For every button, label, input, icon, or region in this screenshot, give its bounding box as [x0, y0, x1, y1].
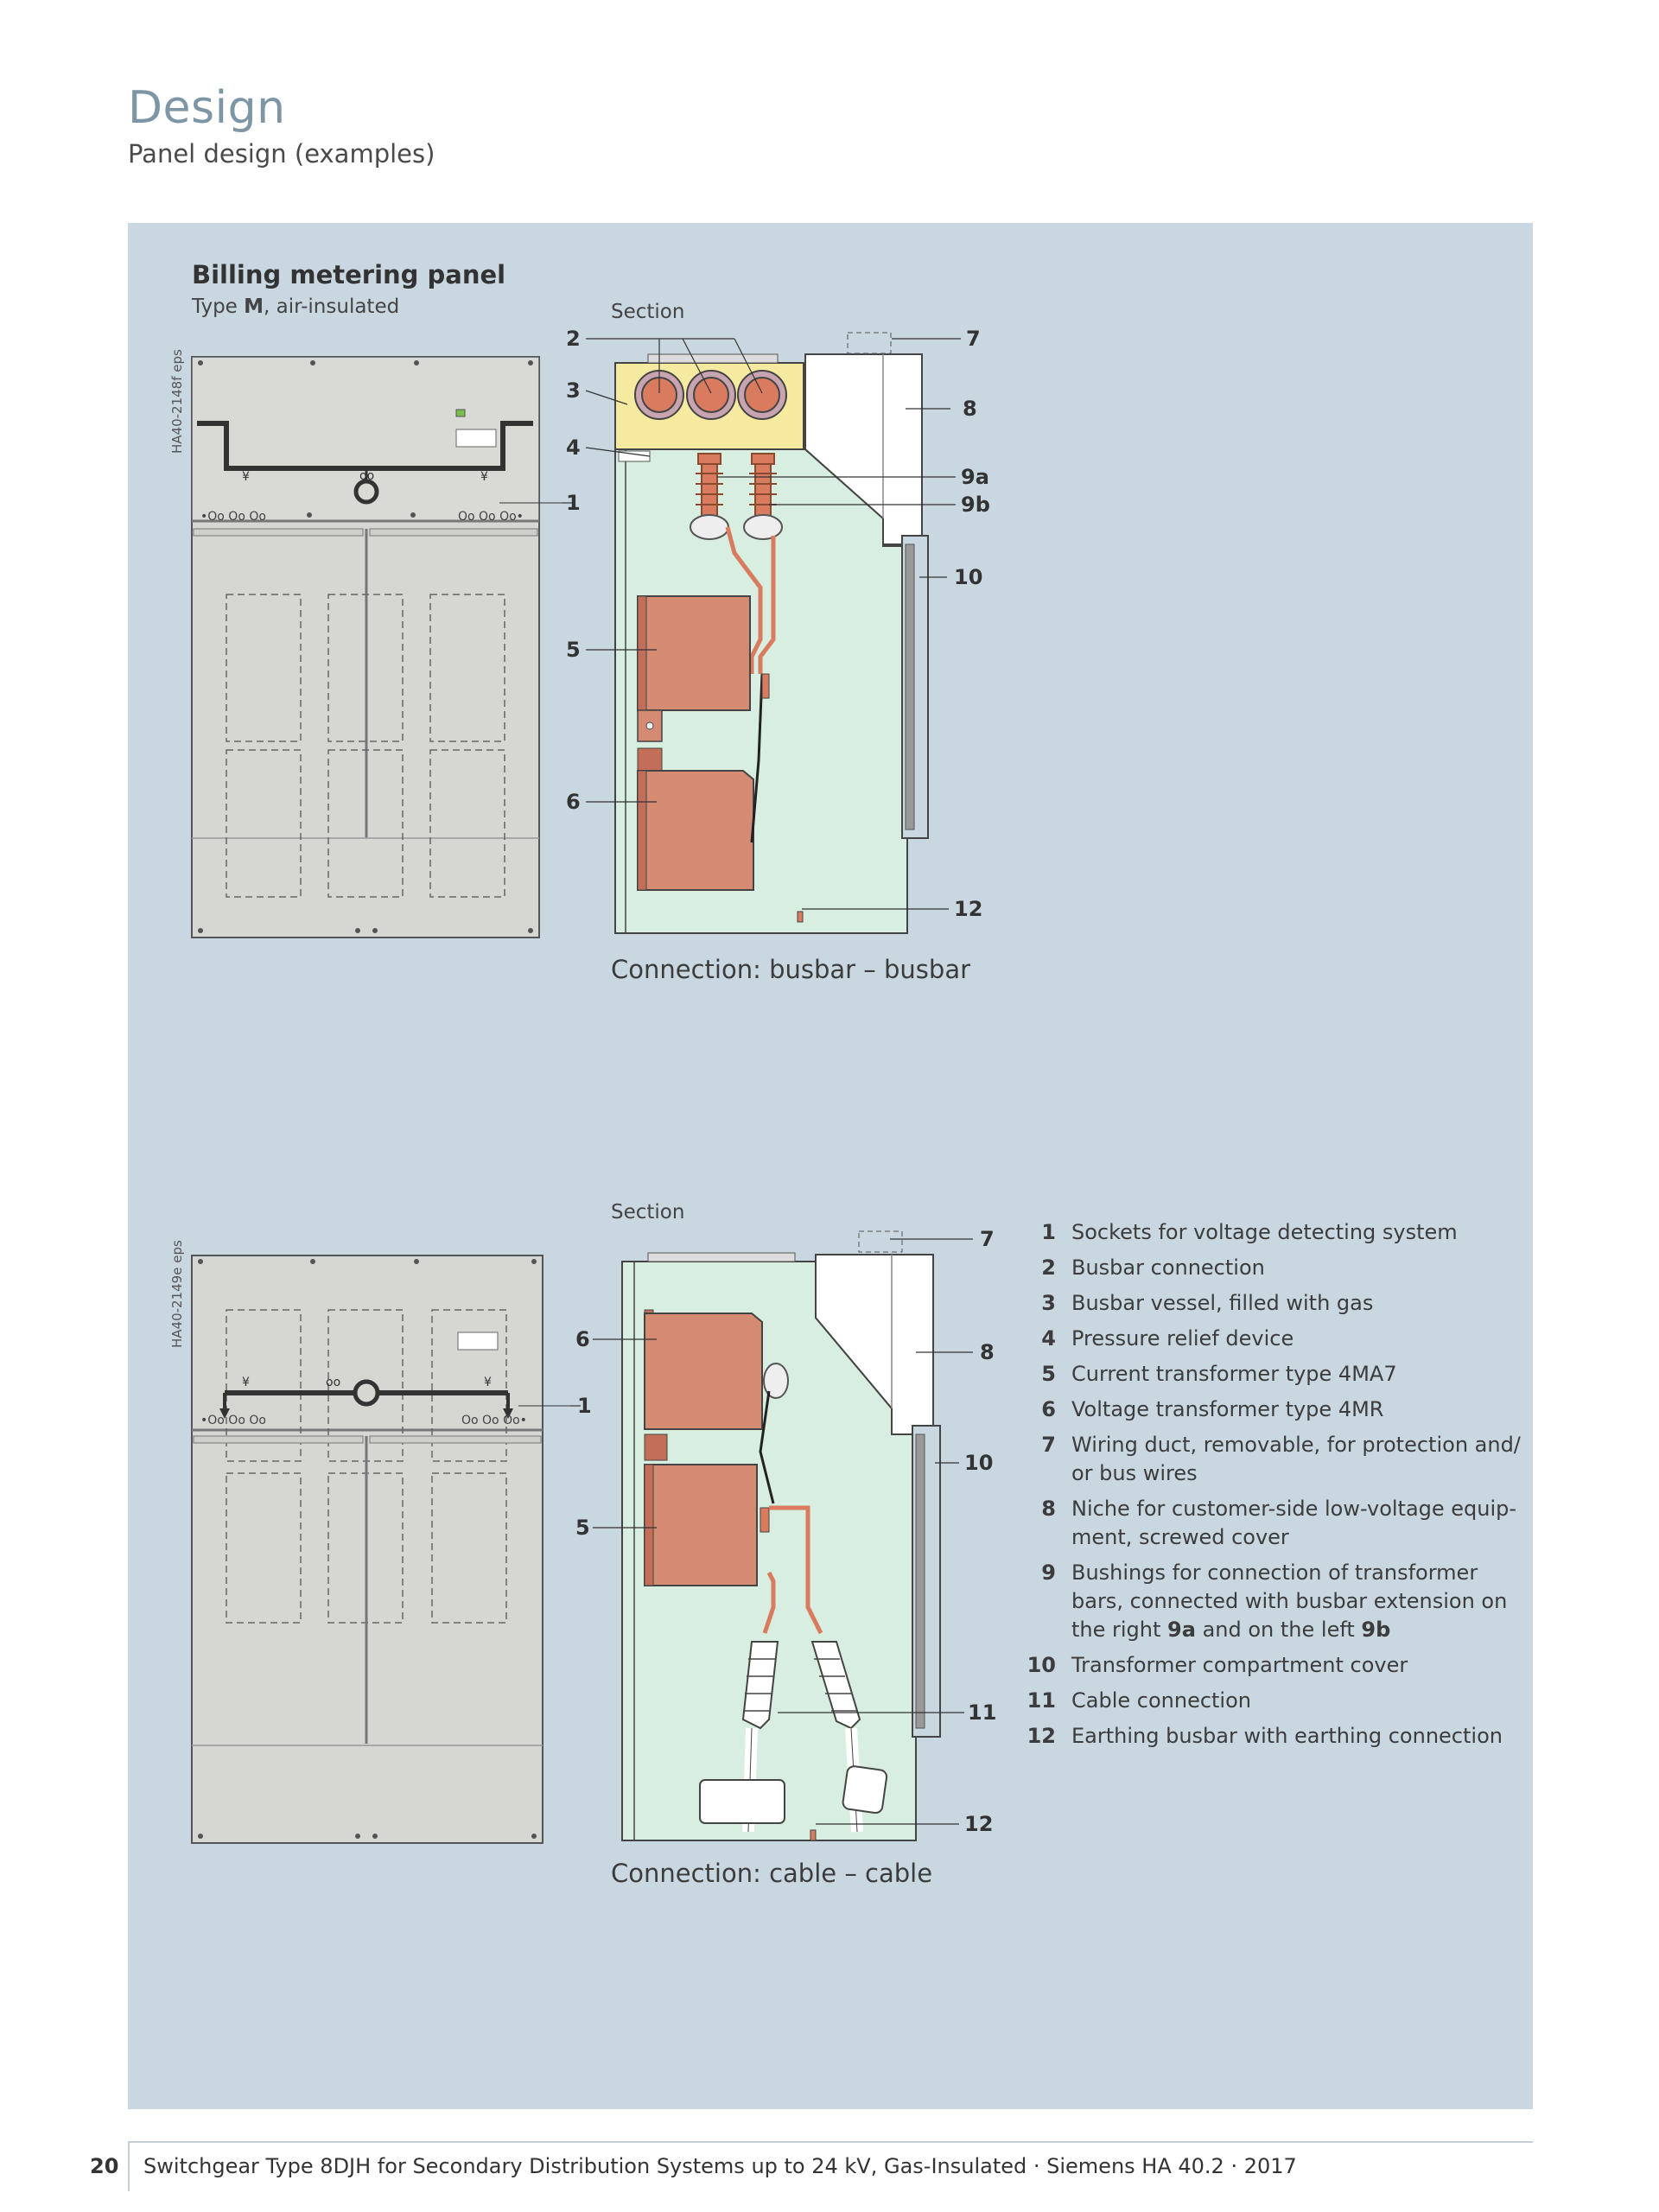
svg-text:•Oo Oo Oo: •Oo Oo Oo	[200, 1414, 266, 1427]
callout-8-bottom: 8	[980, 1340, 995, 1364]
footer-text: Switchgear Type 8DJH for Secondary Distr…	[143, 2154, 1297, 2178]
legend-text: Cable connection	[1071, 1688, 1251, 1713]
callout-12-top: 12	[954, 897, 982, 921]
legend-item: 5 Current transformer type 4MA7	[1011, 1360, 1521, 1389]
legend-number: 7	[1041, 1433, 1056, 1457]
panel-heading: Billing metering panel	[192, 260, 505, 289]
legend-item: 2 Busbar connection	[1011, 1254, 1521, 1282]
legend-item: 6 Voltage transformer type 4MR	[1011, 1395, 1521, 1424]
legend-item: 8 Niche for customer-side low-voltage equ…	[1011, 1495, 1521, 1552]
legend-number: 1	[1041, 1220, 1056, 1244]
callout-7-top: 7	[966, 327, 981, 351]
section-label-top: Section	[611, 301, 684, 323]
legend-text: Voltage transformer type 4MR	[1071, 1397, 1384, 1421]
svg-text:Oo Oo Oo•: Oo Oo Oo•	[458, 510, 524, 524]
callout-11-bottom: 11	[968, 1700, 996, 1725]
callout-9a-top: 9a	[961, 465, 989, 489]
svg-text:¥: ¥	[480, 470, 488, 484]
panel-type: Type M, air-insulated	[191, 296, 399, 318]
callout-1-bottom: 1	[577, 1394, 592, 1418]
callout-6-top: 6	[566, 790, 581, 814]
legend-item: 12 Earthing busbar with earthing connecti…	[1011, 1722, 1521, 1751]
footer-divider	[128, 2141, 130, 2191]
legend-number: 12	[1027, 1724, 1056, 1748]
svg-text:¥: ¥	[484, 1376, 492, 1389]
callout-9b-top: 9b	[961, 493, 990, 517]
legend-item: 3 Busbar vessel, filled with gas	[1011, 1289, 1521, 1318]
legend-item: 7 Wiring duct, removable, for protection …	[1011, 1431, 1521, 1488]
legend-text: Transformer compartment cover	[1071, 1653, 1408, 1677]
legend-item: 9 Bushings for connection of transformer …	[1011, 1559, 1521, 1644]
legend-number: 5	[1041, 1362, 1056, 1386]
legend-number: 11	[1027, 1688, 1056, 1713]
svg-text:oo: oo	[326, 1376, 340, 1389]
legend-item: 11 Cable connection	[1011, 1687, 1521, 1715]
page-number: 20	[90, 2154, 119, 2178]
callout-1-top: 1	[566, 491, 581, 515]
legend-ref-9b: 9b	[1361, 1618, 1391, 1642]
legend-text-mid: and on the left	[1195, 1618, 1362, 1642]
side-code-bottom: HA40-2149e eps	[169, 1240, 185, 1348]
legend-item: 10 Transformer compartment cover	[1011, 1651, 1521, 1680]
section-label-bottom: Section	[611, 1201, 684, 1224]
svg-text:•Oo Oo Oo: •Oo Oo Oo	[200, 510, 266, 524]
legend-text: Busbar connection	[1071, 1255, 1265, 1280]
svg-text:¥: ¥	[242, 1376, 250, 1389]
legend-number: 6	[1041, 1397, 1056, 1421]
legend-text: Niche for customer-side low-voltage equi…	[1071, 1497, 1517, 1549]
legend-item: 4 Pressure relief device	[1011, 1325, 1521, 1353]
legend-text: Busbar vessel, filled with gas	[1071, 1291, 1374, 1315]
callout-5-top: 5	[566, 638, 581, 662]
legend-number: 10	[1027, 1653, 1056, 1677]
page-title: Design	[128, 82, 286, 134]
svg-text:¥: ¥	[242, 470, 250, 484]
callout-7-bottom: 7	[980, 1227, 995, 1251]
legend-text: Pressure relief device	[1071, 1326, 1294, 1351]
legend-text: Wiring duct, removable, for protection a…	[1071, 1433, 1521, 1485]
callout-5-bottom: 5	[575, 1516, 590, 1540]
callout-12-bottom: 12	[964, 1812, 993, 1836]
caption-bottom: Connection: cable – cable	[611, 1859, 932, 1888]
legend-text: Bushings for connection of transformer b…	[1071, 1559, 1521, 1644]
legend-number: 9	[1041, 1560, 1056, 1585]
legend-item: 1 Sockets for voltage detecting system	[1011, 1218, 1521, 1247]
callout-8-top: 8	[963, 397, 977, 421]
caption-top: Connection: busbar – busbar	[611, 955, 970, 984]
callout-4-top: 4	[566, 435, 581, 460]
front-view-top: HA40-2148f eps oo ¥ ¥ •Oo Oo Oo Oo Oo Oo…	[169, 349, 562, 938]
legend-text-main: Bushings for connection of transformer b…	[1071, 1560, 1508, 1642]
callout-10-top: 10	[954, 565, 982, 589]
callout-3-top: 3	[566, 378, 581, 403]
section-view-top: Section	[562, 301, 990, 984]
svg-text:oo: oo	[359, 469, 374, 483]
callout-10-bottom: 10	[964, 1451, 993, 1475]
legend-number: 4	[1041, 1326, 1056, 1351]
legend-number: 2	[1041, 1255, 1056, 1280]
section-view-bottom: Section	[570, 1201, 996, 1888]
side-code-top: HA40-2148f eps	[169, 349, 185, 454]
svg-text:Oo Oo Oo•: Oo Oo Oo•	[461, 1414, 527, 1427]
callout-2-top: 2	[566, 327, 581, 351]
legend-text: Sockets for voltage detecting system	[1071, 1220, 1458, 1244]
callout-6-bottom: 6	[575, 1327, 590, 1351]
legend-text: Earthing busbar with earthing connection	[1071, 1724, 1503, 1748]
page-subtitle: Panel design (examples)	[128, 139, 435, 168]
legend-number: 3	[1041, 1291, 1056, 1315]
legend-text: Current transformer type 4MA7	[1071, 1362, 1397, 1386]
front-view-bottom: HA40-2149e eps oo ¥ ¥ •Oo Oo Oo Oo Oo Oo…	[169, 1240, 570, 1844]
legend-number: 8	[1041, 1497, 1056, 1521]
footer-rule	[128, 2141, 1533, 2143]
legend-ref-9a: 9a	[1167, 1618, 1196, 1642]
